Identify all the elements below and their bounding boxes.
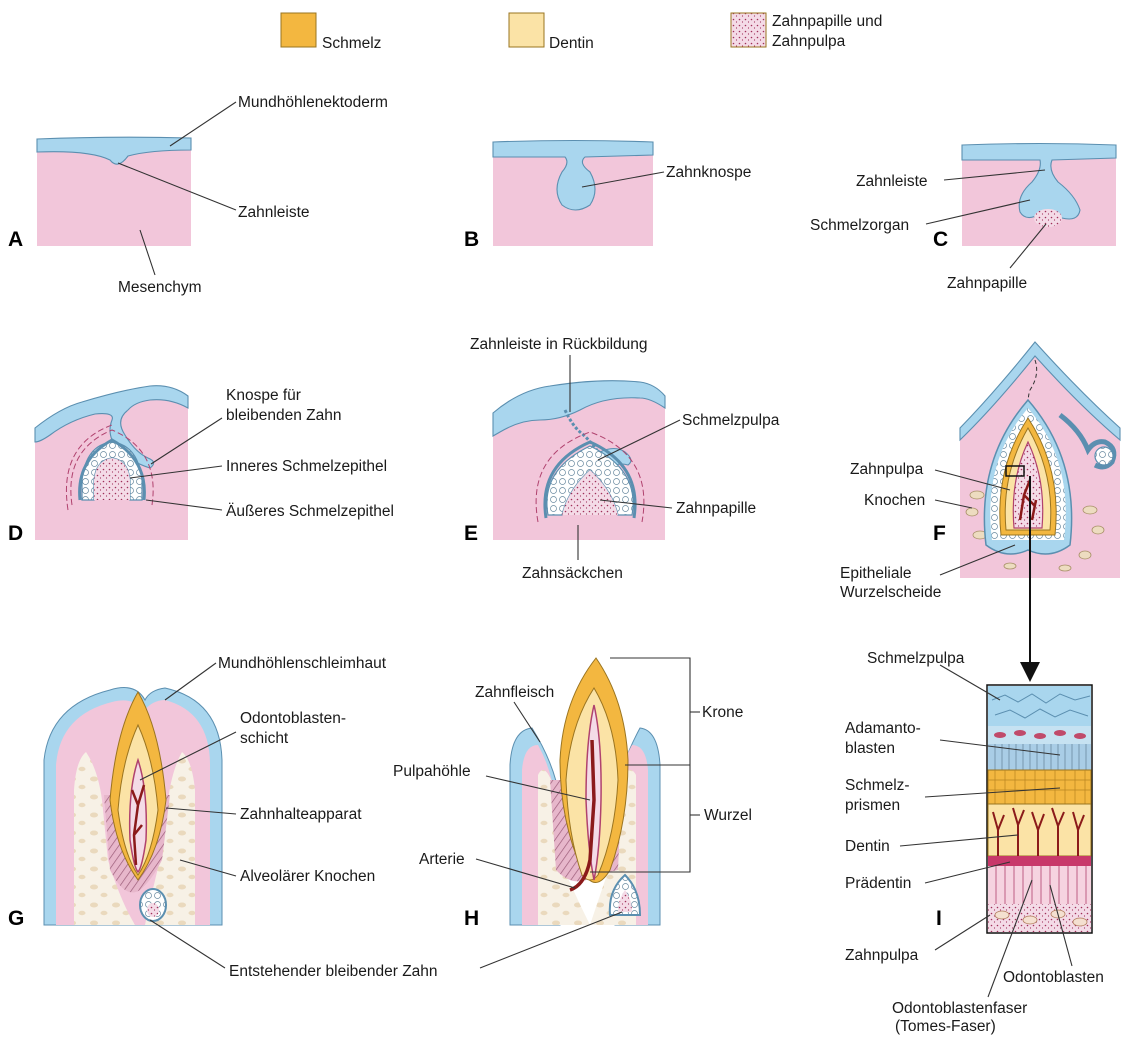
layer-odontoblasts: [988, 866, 1091, 904]
label-knospe-1: Knospe für: [226, 387, 301, 404]
label-dentin-i: Dentin: [845, 838, 890, 855]
label-aeusseres-schmelzepithel: Äußeres Schmelzepithel: [226, 503, 394, 520]
legend-swatch-dentin: [509, 13, 544, 47]
label-adamanto-1: Adamanto-: [845, 720, 921, 737]
layer-enamel-pulp: [988, 686, 1091, 726]
label-zahnleiste-a: Zahnleiste: [238, 204, 310, 221]
label-zahnpapille-c: Zahnpapille: [947, 275, 1027, 292]
label-zahnsaeckchen: Zahnsäckchen: [522, 565, 623, 582]
legend-label-papilla-1: Zahnpapille und: [772, 13, 882, 30]
label-alveolaerer-knochen: Alveolärer Knochen: [240, 868, 375, 885]
label-odontoblastenfaser-2: (Tomes-Faser): [895, 1018, 996, 1035]
layer-enamel-prisms: [988, 770, 1091, 804]
panel-d: D Knospe für bleibenden Zahn Inneres Sch…: [8, 386, 394, 545]
label-zahnpulpa-i: Zahnpulpa: [845, 947, 919, 964]
panel-letter-a: A: [8, 228, 23, 251]
panel-h: H Zahnfleisch Krone Wurzel Pulpahöhle Ar…: [393, 658, 752, 968]
label-schmelzpulpa-e: Schmelzpulpa: [682, 412, 780, 429]
panel-letter-g: G: [8, 907, 24, 930]
label-wurzelscheide: Wurzelscheide: [840, 584, 941, 601]
panel-g: G Mundhöhlenschleimhaut Odontoblasten- s…: [8, 655, 387, 968]
label-epitheliale: Epitheliale: [840, 565, 912, 582]
label-zahnhalteapparat: Zahnhalteapparat: [240, 806, 362, 823]
panel-letter-f: F: [933, 522, 946, 545]
label-entstehender-bleibender-zahn: Entstehender bleibender Zahn: [229, 963, 438, 980]
panel-e: E Zahnleiste in Rückbildung Schmelzpulpa…: [464, 336, 780, 582]
label-schmelzprismen-2: prismen: [845, 797, 900, 814]
label-odontoblastenfaser-1: Odontoblastenfaser: [892, 1000, 1027, 1017]
legend-label-dentin: Dentin: [549, 35, 594, 52]
panel-c: C Zahnleiste Schmelzorgan Zahnpapille: [810, 144, 1116, 293]
layer-predentin: [988, 856, 1091, 866]
label-arterie: Arterie: [419, 851, 465, 868]
label-mundhoehlenschleimhaut: Mundhöhlenschleimhaut: [218, 655, 387, 672]
label-zahnpapille-e: Zahnpapille: [676, 500, 756, 517]
label-mesenchym: Mesenchym: [118, 279, 202, 296]
panel-b: B Zahnknospe: [464, 141, 751, 252]
panel-letter-b: B: [464, 228, 479, 251]
legend: Schmelz Dentin Zahnpapille und Zahnpulpa: [281, 13, 882, 52]
panel-letter-c: C: [933, 228, 948, 251]
label-zahnpulpa-f: Zahnpulpa: [850, 461, 924, 478]
label-knochen: Knochen: [864, 492, 925, 509]
label-adamanto-2: blasten: [845, 740, 895, 757]
legend-label-papilla-2: Zahnpulpa: [772, 33, 846, 50]
label-knospe-2: bleibenden Zahn: [226, 407, 342, 424]
panel-letter-d: D: [8, 522, 23, 545]
panel-i: I Schmelzpulpa Adamanto- blasten Schmelz…: [845, 650, 1104, 1035]
label-schmelzorgan: Schmelzorgan: [810, 217, 909, 234]
label-zahnfleisch: Zahnfleisch: [475, 684, 554, 701]
panel-letter-i: I: [936, 907, 942, 930]
legend-swatch-papilla: [731, 13, 766, 47]
layer-dentin: [988, 804, 1091, 856]
label-zahnleiste-rueckbildung: Zahnleiste in Rückbildung: [470, 336, 648, 353]
panel-f: F Zahnpulpa Knochen Epitheliale Wurzelsc…: [840, 342, 1120, 672]
panel-letter-h: H: [464, 907, 479, 930]
label-odontoblasten-1: Odontoblasten-: [240, 710, 346, 727]
label-odontoblasten: Odontoblasten: [1003, 969, 1104, 986]
label-praedentin: Prädentin: [845, 875, 911, 892]
panel-letter-e: E: [464, 522, 478, 545]
label-inneres-schmelzepithel: Inneres Schmelzepithel: [226, 458, 387, 475]
panel-a: A Mundhöhlenektoderm Zahnleiste Mesenchy…: [8, 94, 388, 296]
legend-swatch-enamel: [281, 13, 316, 47]
dental-papilla-c: [1034, 209, 1062, 227]
label-mundhoehlenektoderm: Mundhöhlenektoderm: [238, 94, 388, 111]
label-wurzel: Wurzel: [704, 807, 752, 824]
label-zahnleiste-c: Zahnleiste: [856, 173, 928, 190]
label-schmelzpulpa-i: Schmelzpulpa: [867, 650, 965, 667]
label-pulpahoehle: Pulpahöhle: [393, 763, 471, 780]
legend-label-enamel: Schmelz: [322, 35, 381, 52]
label-schmelzprismen-1: Schmelz-: [845, 777, 910, 794]
label-odontoblasten-2: schicht: [240, 730, 289, 747]
label-krone: Krone: [702, 704, 743, 721]
label-zahnknospe: Zahnknospe: [666, 164, 751, 181]
